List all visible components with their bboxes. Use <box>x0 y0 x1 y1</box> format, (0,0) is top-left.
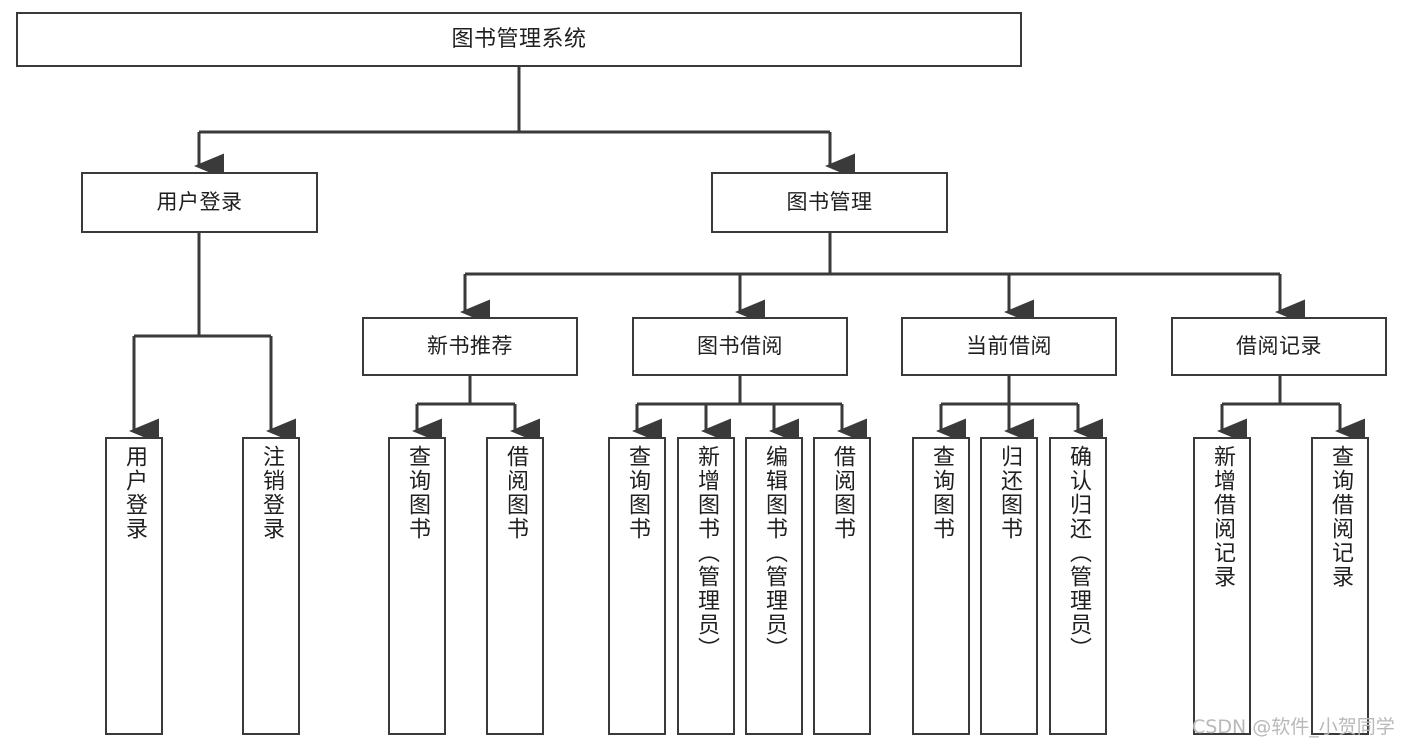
node-label: 借阅记录 <box>1236 334 1322 359</box>
leaf-current-confirm-return[interactable]: 确认归还（管理员） <box>1049 437 1107 735</box>
leaf-borrow-add-book[interactable]: 新增图书（管理员） <box>677 437 735 735</box>
node-new-book-recommend[interactable]: 新书推荐 <box>362 317 578 376</box>
node-label: 确认归还（管理员） <box>1066 445 1091 661</box>
leaf-current-query-book[interactable]: 查询图书 <box>912 437 970 735</box>
leaf-new-book-query[interactable]: 查询图书 <box>388 437 446 735</box>
leaf-records-query[interactable]: 查询借阅记录 <box>1311 437 1369 735</box>
node-label: 图书管理系统 <box>451 26 587 52</box>
leaf-user-login[interactable]: 用户登录 <box>105 437 163 735</box>
node-label: 借阅图书 <box>830 445 855 541</box>
csdn-watermark: CSDN @软件_小贺同学 <box>1192 716 1395 738</box>
leaf-current-return-book[interactable]: 归还图书 <box>980 437 1038 735</box>
leaf-borrow-borrow-book[interactable]: 借阅图书 <box>813 437 871 735</box>
node-label: 查询借阅记录 <box>1328 445 1353 589</box>
leaf-user-logout[interactable]: 注销登录 <box>242 437 300 735</box>
node-current-borrow[interactable]: 当前借阅 <box>901 317 1117 376</box>
node-label: 图书管理 <box>786 190 873 215</box>
node-label: 查询图书 <box>405 445 430 541</box>
node-label: 新增图书（管理员） <box>694 445 719 661</box>
node-label: 编辑图书（管理员） <box>762 445 787 661</box>
leaf-records-add[interactable]: 新增借阅记录 <box>1193 437 1251 735</box>
node-user-login[interactable]: 用户登录 <box>81 172 318 233</box>
node-label: 借阅图书 <box>503 445 528 541</box>
node-label: 新增借阅记录 <box>1210 445 1235 589</box>
node-book-management[interactable]: 图书管理 <box>711 172 948 233</box>
leaf-new-book-borrow[interactable]: 借阅图书 <box>486 437 544 735</box>
node-borrow-records[interactable]: 借阅记录 <box>1171 317 1387 376</box>
node-root-system[interactable]: 图书管理系统 <box>16 12 1022 67</box>
node-label: 图书借阅 <box>697 334 783 359</box>
node-label: 注销登录 <box>259 445 284 541</box>
node-label: 查询图书 <box>929 445 954 541</box>
node-label: 查询图书 <box>625 445 650 541</box>
node-label: 用户登录 <box>156 190 243 215</box>
node-book-borrow[interactable]: 图书借阅 <box>632 317 848 376</box>
leaf-borrow-edit-book[interactable]: 编辑图书（管理员） <box>745 437 803 735</box>
leaf-borrow-query-book[interactable]: 查询图书 <box>608 437 666 735</box>
node-label: 用户登录 <box>122 445 147 541</box>
node-label: 当前借阅 <box>966 334 1052 359</box>
node-label: 新书推荐 <box>427 334 513 359</box>
node-label: 归还图书 <box>997 445 1022 541</box>
